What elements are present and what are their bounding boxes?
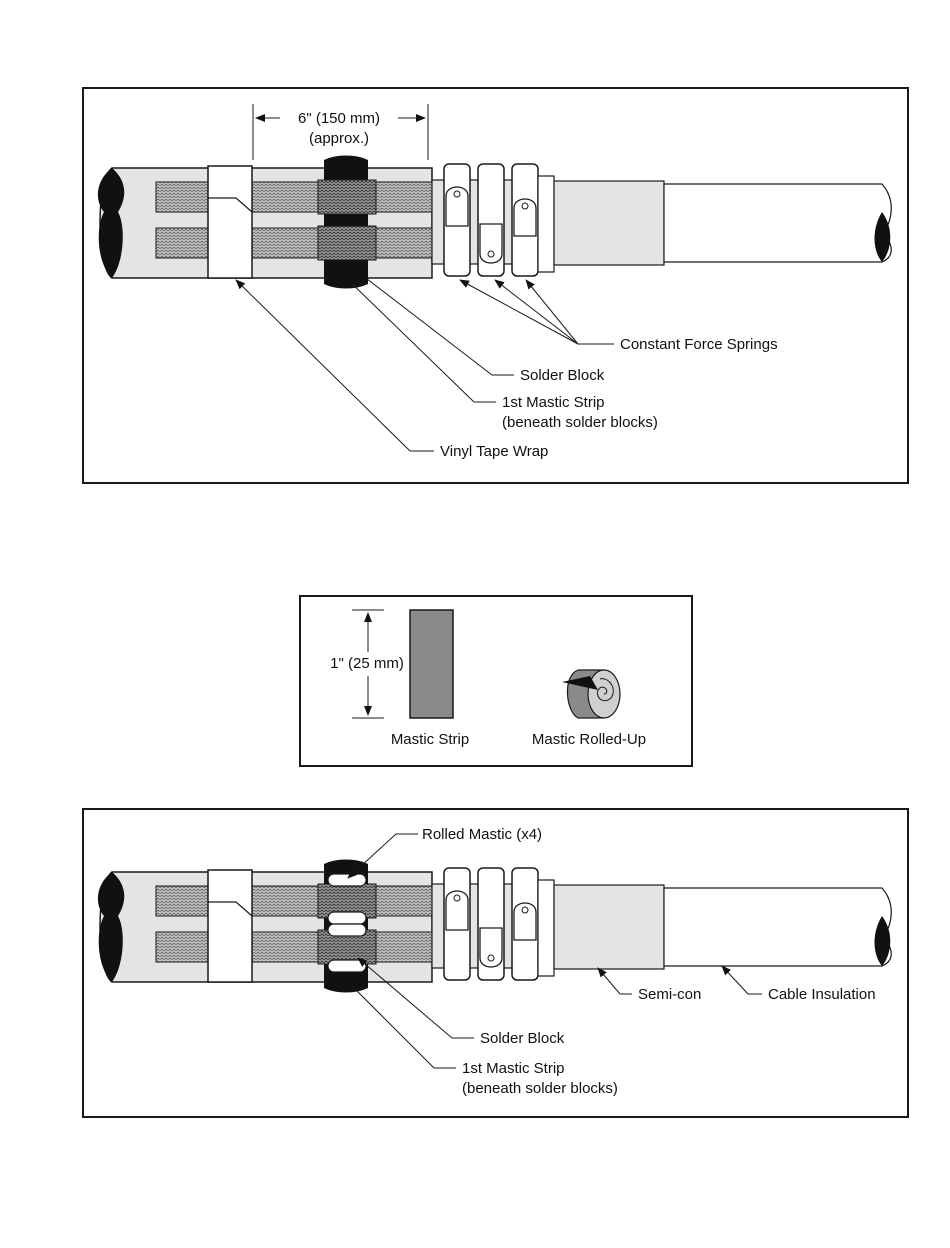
constant-force-spring <box>512 868 538 980</box>
label-solder-block-bottom: Solder Block <box>480 1030 565 1047</box>
constant-force-spring <box>478 164 504 276</box>
rolled-mastic-piece <box>328 912 366 924</box>
vinyl-tape-wrap <box>208 166 252 278</box>
mastic-illustrations: 1" (25 mm) Mastic Strip Mastic Rolled-Up <box>330 610 646 748</box>
semi-con-layer <box>554 181 664 265</box>
rolled-mastic-piece <box>328 924 366 936</box>
rolled-mastic-piece <box>328 960 366 972</box>
label-mastic-strip-bottom-note: (beneath solder blocks) <box>462 1080 618 1097</box>
dimension-6in: 6" (150 mm) (approx.) <box>253 104 428 160</box>
constant-force-spring <box>444 868 470 980</box>
dimension-approx-label: (approx.) <box>309 130 369 147</box>
label-mastic-rolled: Mastic Rolled-Up <box>532 731 646 748</box>
label-semi-con: Semi-con <box>638 986 701 1003</box>
label-mastic-strip-small: Mastic Strip <box>391 731 469 748</box>
cable-insulation <box>664 184 891 262</box>
dimension-1in: 1" (25 mm) <box>330 655 404 672</box>
label-mastic-strip-bottom: 1st Mastic Strip <box>462 1060 565 1077</box>
label-solder-block: Solder Block <box>520 367 605 384</box>
cable-assembly-bottom <box>98 860 891 993</box>
constant-force-spring <box>512 164 538 276</box>
constant-force-spring <box>478 868 504 980</box>
dimension-label: 6" (150 mm) <box>298 110 380 127</box>
cable-assembly-top <box>98 156 891 289</box>
constant-force-spring <box>444 164 470 276</box>
label-rolled-mastic: Rolled Mastic (x4) <box>422 826 542 843</box>
mastic-strip <box>410 610 453 718</box>
mastic-band <box>324 156 368 289</box>
label-constant-force-springs: Constant Force Springs <box>620 336 778 353</box>
label-mastic-strip-note: (beneath solder blocks) <box>502 414 658 431</box>
rolled-mastic-piece <box>328 874 366 886</box>
label-cable-insulation: Cable Insulation <box>768 986 876 1003</box>
mastic-roll-icon <box>562 670 620 718</box>
label-vinyl-tape-wrap: Vinyl Tape Wrap <box>440 443 548 460</box>
label-mastic-strip: 1st Mastic Strip <box>502 394 605 411</box>
